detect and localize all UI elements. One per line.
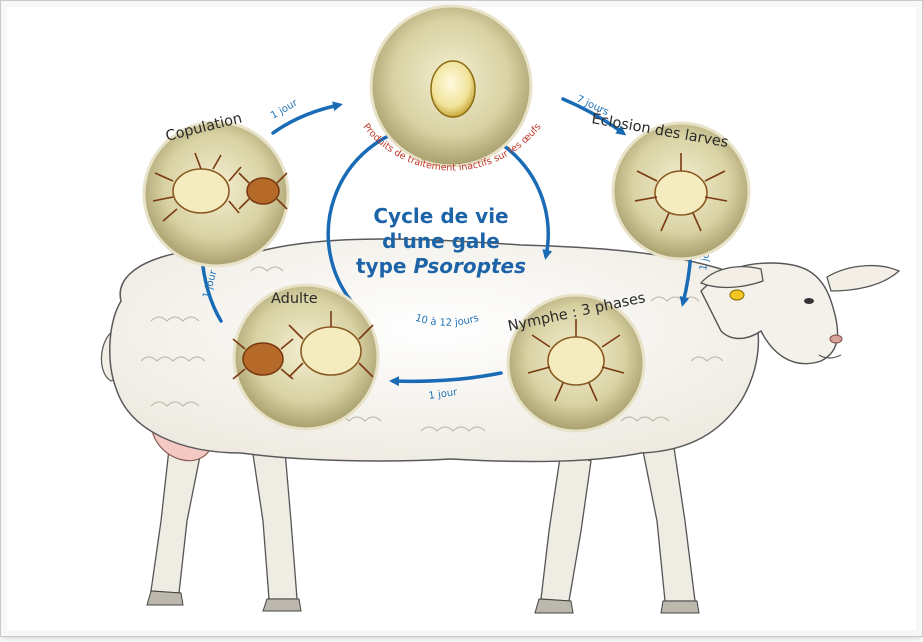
lens-adult: Adulte bbox=[233, 285, 378, 429]
adult-stage-label: Adulte bbox=[271, 291, 318, 307]
lens-copulation: Copulation bbox=[144, 110, 288, 266]
center-title-line2: d'une gale bbox=[382, 229, 500, 253]
lens-eggs: Produits de traitement inactifs sur les … bbox=[360, 6, 543, 174]
egg-icon bbox=[431, 61, 475, 117]
lens-hatching: Éclosion des larves bbox=[590, 110, 749, 259]
sheep-icon bbox=[101, 239, 899, 613]
center-title-line1: Cycle de vie bbox=[373, 204, 508, 228]
center-title-line3: type Psoroptes bbox=[356, 254, 526, 278]
